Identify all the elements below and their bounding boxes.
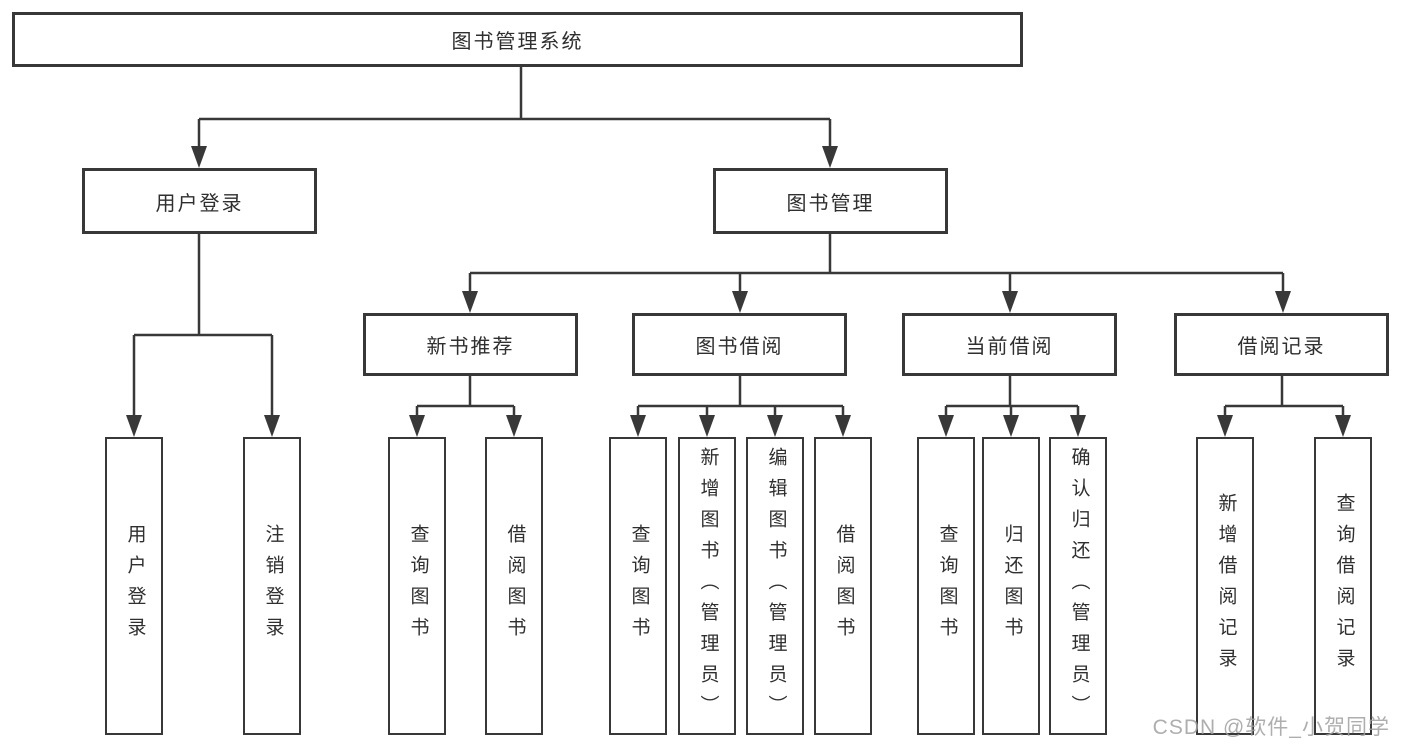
node-label: 新增图书（管理员） xyxy=(697,446,719,726)
node-book-management: 图书管理 xyxy=(713,168,948,234)
node-bb-query-books: 查询图书 xyxy=(609,437,667,735)
node-label: 借阅图书 xyxy=(833,524,855,648)
node-label: 确认归还（管理员） xyxy=(1068,446,1090,726)
node-bb-add-books-admin: 新增图书（管理员） xyxy=(678,437,736,735)
node-cb-return-books: 归还图书 xyxy=(982,437,1040,735)
node-book-borrow: 图书借阅 xyxy=(632,313,847,376)
node-nbr-borrow-books: 借阅图书 xyxy=(485,437,543,735)
node-label: 查询借阅记录 xyxy=(1333,493,1355,679)
node-br-add-record: 新增借阅记录 xyxy=(1196,437,1254,735)
node-br-query-record: 查询借阅记录 xyxy=(1314,437,1372,735)
node-user-login: 用户登录 xyxy=(82,168,317,234)
node-label: 用户登录 xyxy=(155,192,244,215)
node-leaf-user-login: 用户登录 xyxy=(105,437,163,735)
node-borrow-records: 借阅记录 xyxy=(1174,313,1389,376)
node-cb-query-books: 查询图书 xyxy=(917,437,975,735)
node-bb-borrow-books: 借阅图书 xyxy=(814,437,872,735)
node-label: 图书借阅 xyxy=(695,336,784,358)
node-label: 图书管理系统 xyxy=(451,31,584,53)
node-cb-confirm-return-admin: 确认归还（管理员） xyxy=(1049,437,1107,735)
node-new-book-recommend: 新书推荐 xyxy=(363,313,578,376)
node-label: 注销登录 xyxy=(262,524,284,648)
node-label: 查询图书 xyxy=(936,524,958,648)
node-label: 查询图书 xyxy=(628,524,650,648)
node-root: 图书管理系统 xyxy=(12,12,1023,67)
node-label: 编辑图书（管理员） xyxy=(765,446,787,726)
node-bb-edit-books-admin: 编辑图书（管理员） xyxy=(746,437,804,735)
node-label: 新增借阅记录 xyxy=(1215,493,1237,679)
node-current-borrow: 当前借阅 xyxy=(902,313,1117,376)
node-label: 当前借阅 xyxy=(965,336,1054,358)
node-label: 新书推荐 xyxy=(426,336,515,358)
node-label: 借阅图书 xyxy=(504,524,526,648)
node-leaf-logout: 注销登录 xyxy=(243,437,301,735)
node-label: 用户登录 xyxy=(124,524,146,648)
node-label: 图书管理 xyxy=(786,192,875,215)
watermark: CSDN @软件_小贺同学 xyxy=(1152,716,1390,739)
connector-path xyxy=(132,67,1345,419)
node-nbr-query-books: 查询图书 xyxy=(388,437,446,735)
node-label: 查询图书 xyxy=(407,524,429,648)
node-label: 归还图书 xyxy=(1001,524,1023,648)
node-label: 借阅记录 xyxy=(1237,336,1326,358)
